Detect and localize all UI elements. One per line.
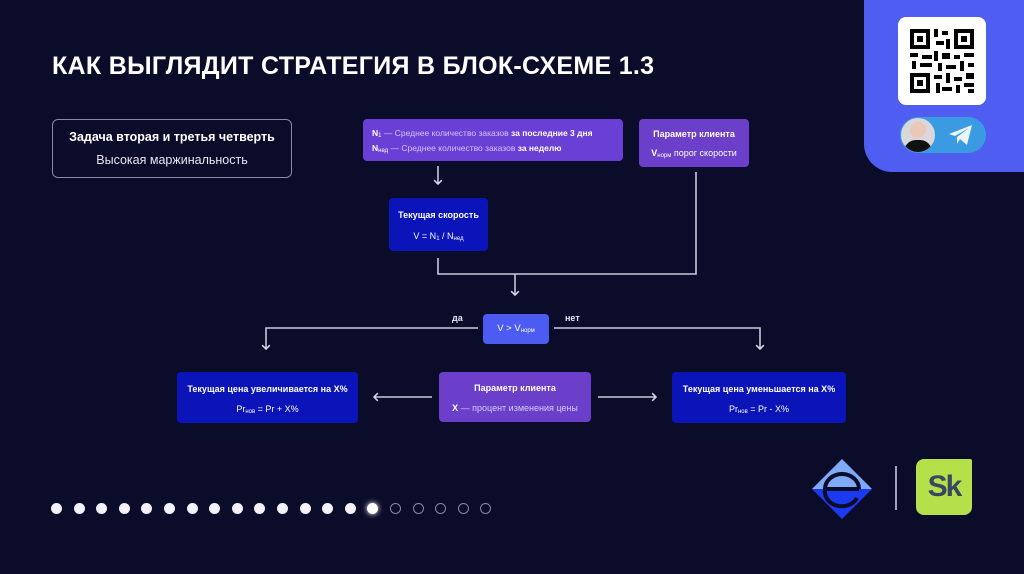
pagination-dot[interactable] bbox=[412, 503, 424, 514]
pagination-dot[interactable] bbox=[51, 503, 62, 514]
pagination-dot[interactable] bbox=[209, 503, 221, 514]
pagination-dot[interactable] bbox=[322, 503, 334, 514]
pagination-dot[interactable] bbox=[96, 503, 108, 514]
branch-yes-label: да bbox=[452, 313, 463, 323]
price-increase-box: Текущая цена увеличивается на X% Prнов =… bbox=[177, 372, 358, 423]
condition-box: V > Vнорм bbox=[483, 314, 549, 344]
skolkovo-logo: Sk bbox=[916, 459, 972, 515]
qr-code-icon[interactable] bbox=[898, 17, 986, 105]
slide-pagination bbox=[51, 503, 492, 514]
current-speed-header: Текущая скорость bbox=[398, 210, 479, 220]
pagination-dot[interactable] bbox=[299, 503, 311, 514]
telegram-icon bbox=[949, 125, 972, 145]
pagination-dot[interactable] bbox=[163, 503, 175, 514]
task-box: Задача вторая и третья четверть Высокая … bbox=[52, 119, 292, 178]
connector-no-branch bbox=[554, 327, 765, 351]
nweek-definition: Nнед — Среднее количество заказов за нед… bbox=[372, 143, 562, 154]
current-speed-box: Текущая скорость V = N1 / Nнед bbox=[389, 198, 488, 251]
avatar bbox=[901, 118, 935, 152]
orders-definition-box: N1 — Среднее количество заказов за после… bbox=[363, 119, 623, 161]
price-decrease-header: Текущая цена уменьшается на X% bbox=[682, 384, 836, 394]
e-diamond-logo-icon bbox=[812, 459, 872, 519]
pagination-dot[interactable] bbox=[231, 503, 243, 514]
client-param-header: Параметр клиента bbox=[474, 383, 556, 393]
pagination-dot[interactable] bbox=[254, 503, 266, 514]
price-decrease-box: Текущая цена уменьшается на X% Prнов = P… bbox=[672, 372, 846, 423]
pagination-dot[interactable] bbox=[276, 503, 288, 514]
slide-title: КАК ВЫГЛЯДИТ СТРАТЕГИЯ В БЛОК-СХЕМЕ 1.3 bbox=[52, 52, 655, 80]
price-decrease-formula: Prнов = Pr - X% bbox=[728, 404, 790, 415]
branch-no-label: нет bbox=[565, 313, 580, 323]
price-increase-header: Текущая цена увеличивается на X% bbox=[187, 384, 348, 394]
pagination-dot[interactable] bbox=[435, 503, 447, 514]
current-speed-formula: V = N1 / Nнед bbox=[413, 231, 464, 242]
client-param-header: Параметр клиента bbox=[653, 129, 735, 139]
client-param-change-box: Параметр клиента X — процент изменения ц… bbox=[439, 372, 591, 422]
connector-yes-branch bbox=[261, 327, 478, 351]
pagination-dot[interactable] bbox=[118, 503, 130, 514]
pagination-dot[interactable] bbox=[186, 503, 198, 514]
price-change-definition: X — процент изменения цены bbox=[452, 403, 578, 413]
pagination-dot[interactable] bbox=[389, 503, 401, 514]
pagination-dot[interactable] bbox=[73, 503, 85, 514]
connector-speed-merge bbox=[437, 172, 697, 275]
pagination-dot-current[interactable] bbox=[367, 503, 379, 514]
pagination-dot[interactable] bbox=[457, 503, 469, 514]
task-line-2: Высокая маржинальность bbox=[96, 153, 248, 167]
task-line-1: Задача вторая и третья четверть bbox=[69, 130, 275, 144]
pagination-dot[interactable] bbox=[344, 503, 356, 514]
speed-threshold: Vнорм порог скорости bbox=[651, 148, 737, 159]
pagination-dot[interactable] bbox=[480, 503, 492, 514]
pagination-dot[interactable] bbox=[141, 503, 153, 514]
logo-divider bbox=[895, 466, 897, 510]
price-increase-formula: Prнов = Pr + X% bbox=[236, 404, 299, 415]
n1-definition: N1 — Среднее количество заказов за после… bbox=[372, 128, 593, 139]
client-param-speed-box: Параметр клиента Vнорм порог скорости bbox=[639, 119, 749, 167]
